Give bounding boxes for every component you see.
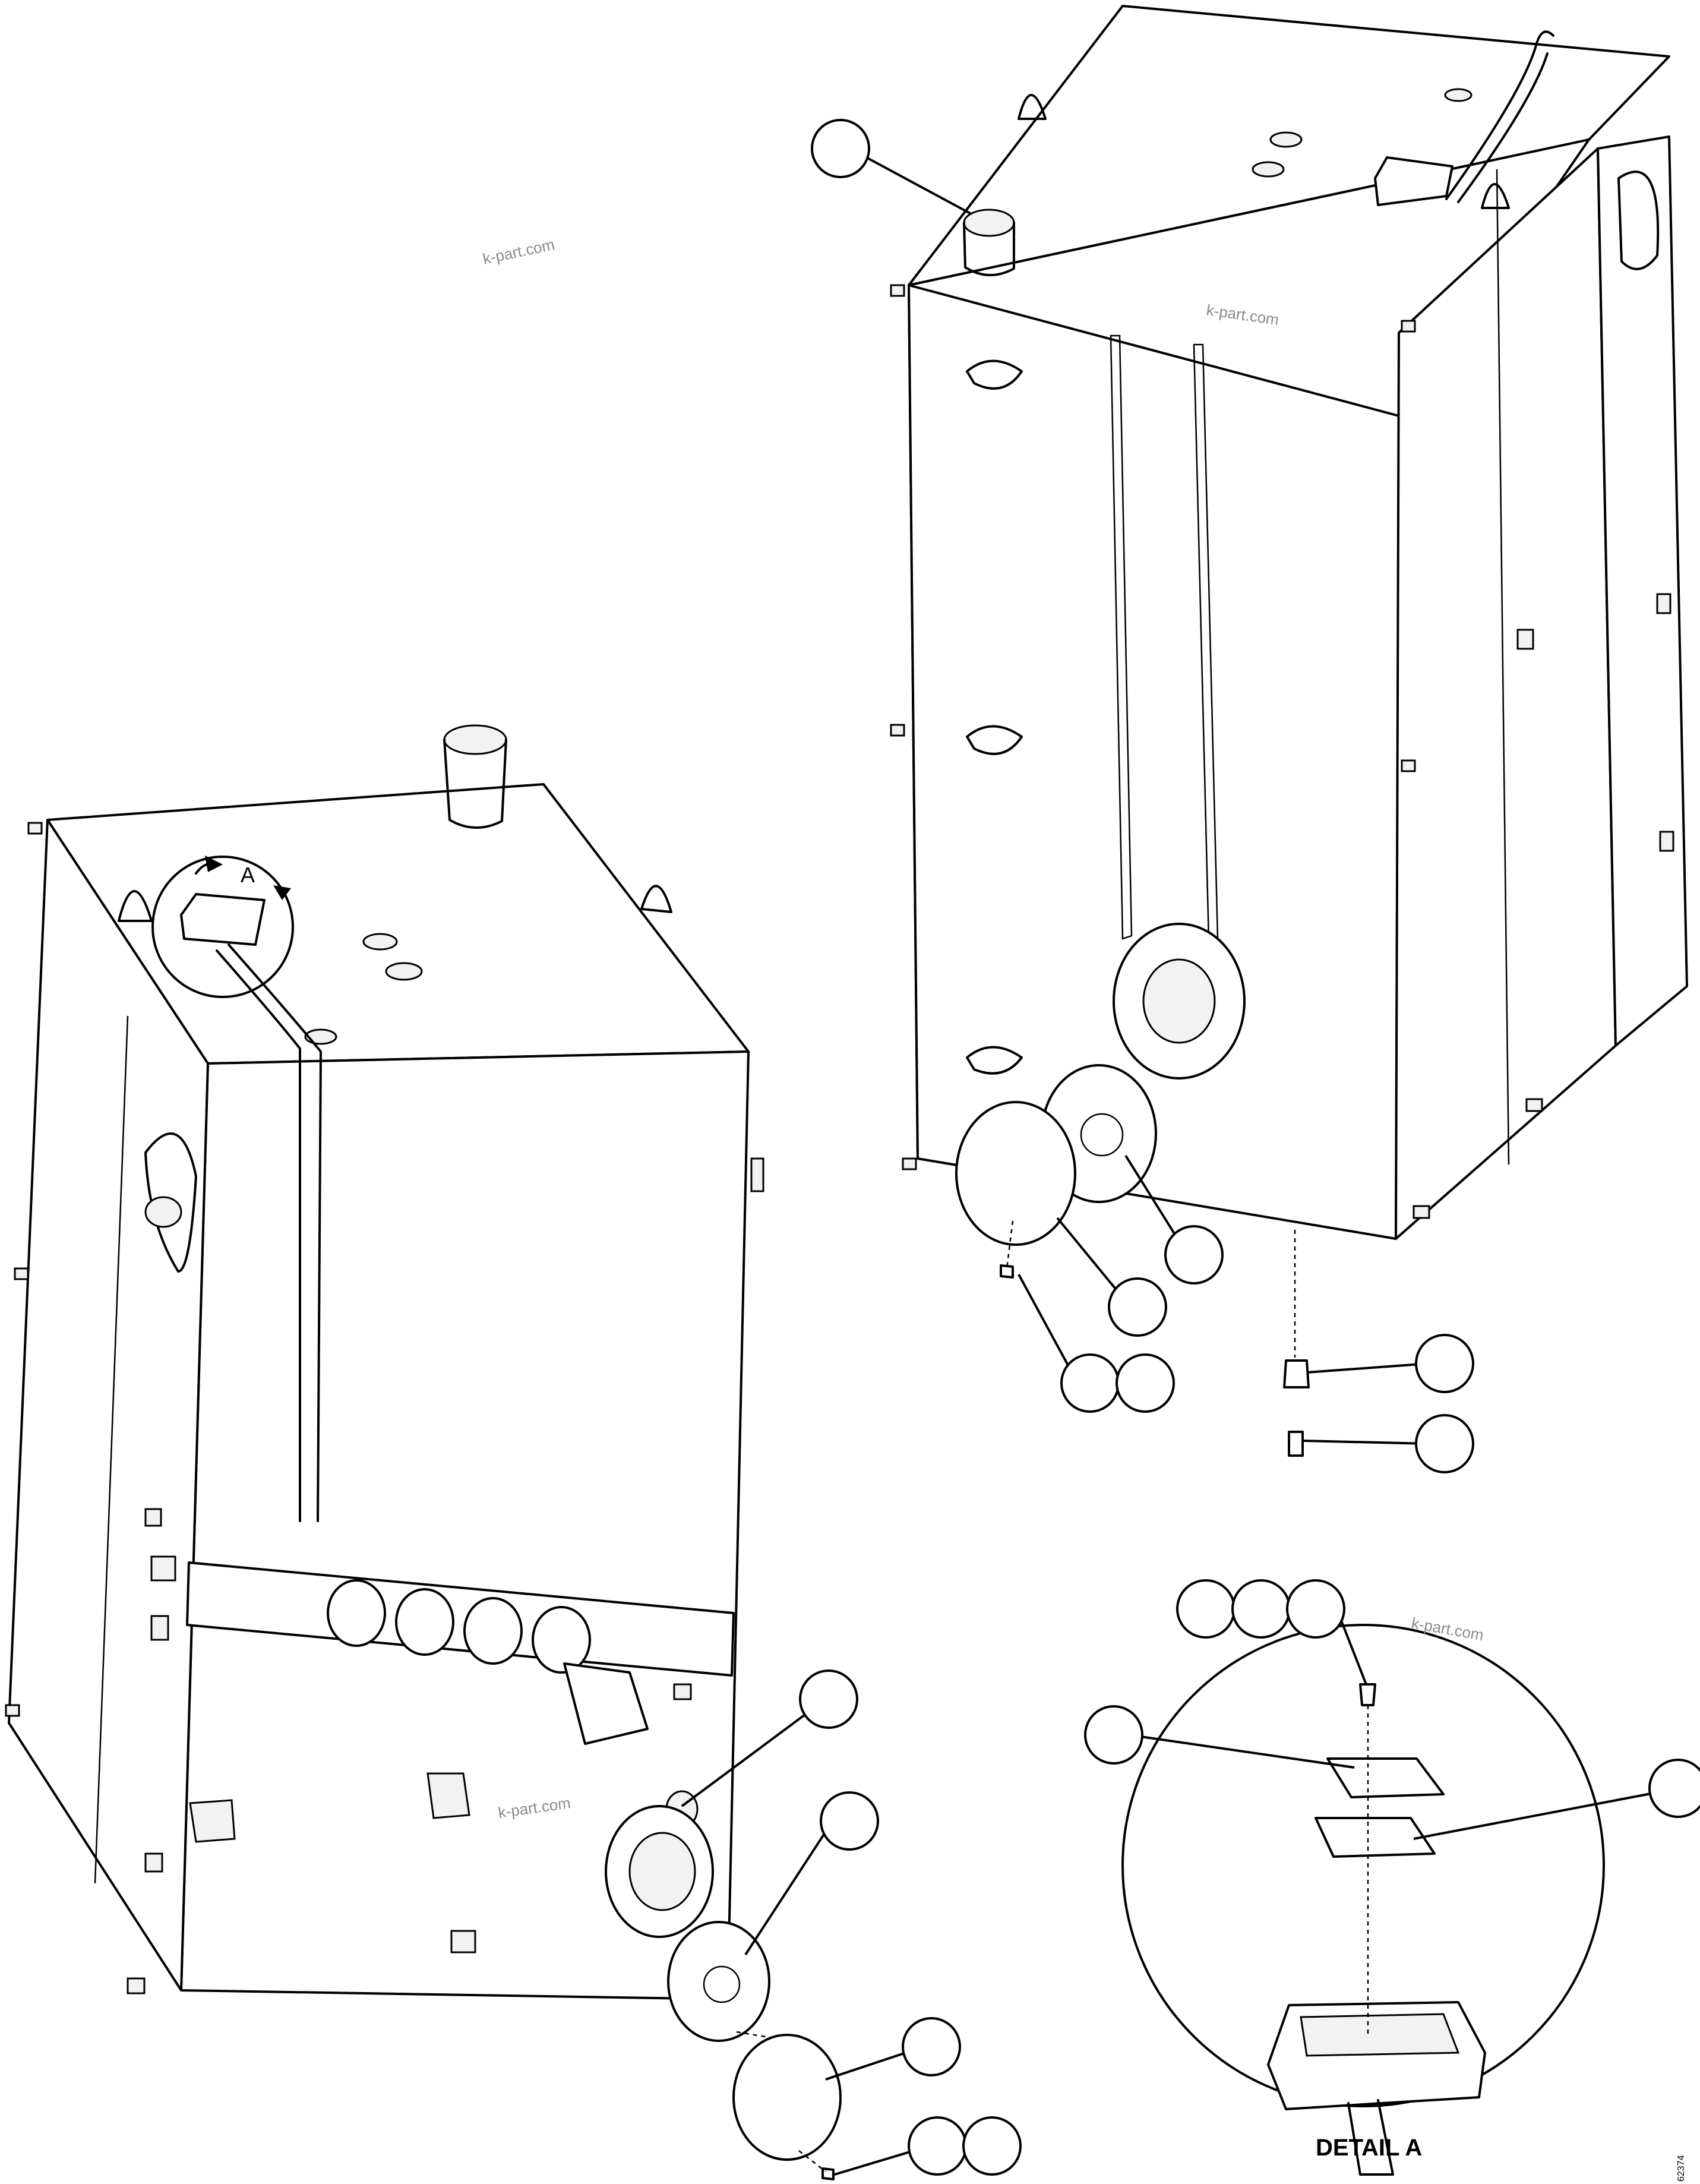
detail-a-view [1121, 1624, 1605, 2176]
detail-a-marker: A [241, 863, 255, 887]
hydraulic-tank-rear-view [890, 5, 1688, 1240]
hydraulic-tank-front-view: A [5, 724, 764, 2000]
watermark-text: k-part.com [481, 235, 556, 268]
detail-a-title: DETAIL A [1316, 2135, 1422, 2161]
rear-view-exploded-parts [955, 1064, 1310, 1457]
callout-bubbles [681, 119, 1700, 2176]
drawing-number: 62374 [1676, 2155, 1686, 2182]
front-view-exploded-parts [667, 1921, 842, 2180]
